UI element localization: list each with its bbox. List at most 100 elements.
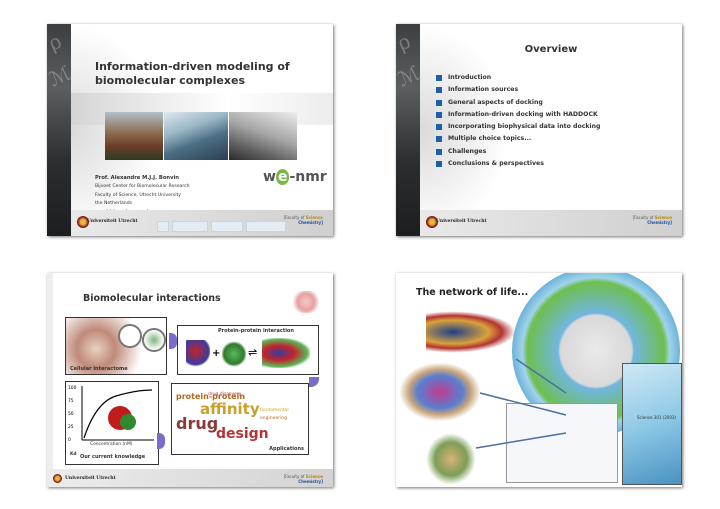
university-name: Universiteit Utrecht xyxy=(87,219,138,224)
faculty-label: [Faculty of Science Chemistry] xyxy=(284,474,323,484)
author-name: Prof. Alexandre M.J.J. Bonvin xyxy=(95,175,179,181)
y-tick: 25 xyxy=(68,425,74,430)
overview-list: Introduction Information sources General… xyxy=(436,74,600,172)
binding-curve-chart xyxy=(81,386,154,441)
protein-a-icon xyxy=(186,340,210,368)
eu-flag-icon xyxy=(157,221,169,232)
ppi-label: Protein-protein interaction xyxy=(218,328,294,334)
list-item: Multiple choice topics... xyxy=(436,135,600,147)
complex-icon xyxy=(262,338,310,368)
slide-sidebar xyxy=(47,273,53,487)
building-photo xyxy=(105,112,163,160)
cloud-word: design xyxy=(216,426,269,442)
magnifier-icon xyxy=(142,328,166,352)
y-ticks: 100 75 50 25 0 xyxy=(68,382,76,447)
modern-building-photo xyxy=(164,112,228,160)
binding-curve-panel: 100 75 50 25 0 Concentration (nM) Kd Our… xyxy=(65,381,159,465)
list-item: Incorporating biophysical data into dock… xyxy=(436,123,600,135)
cloud-word: drug xyxy=(176,414,219,433)
y-tick: 100 xyxy=(68,386,77,391)
slide-title-text: The network of life... xyxy=(416,287,529,298)
protein-b-icon xyxy=(222,340,246,368)
faculty-prefix: [Faculty of xyxy=(283,474,306,479)
protein-complex-icon xyxy=(120,414,136,430)
faculty-prefix: [Faculty of xyxy=(283,215,306,220)
faculty-dept: Chemistry] xyxy=(298,479,323,484)
pointer-arrow xyxy=(515,358,567,394)
faculty-dept: Chemistry] xyxy=(298,220,323,225)
list-item: General aspects of docking xyxy=(436,99,600,111)
list-item: Challenges xyxy=(436,148,600,160)
pointer-arrows xyxy=(475,358,567,449)
equilibrium-sign: ⇌ xyxy=(248,346,258,359)
pointer-arrow xyxy=(475,432,567,449)
flow-arrow xyxy=(309,377,319,387)
slide-biomolecular-interactions[interactable]: Biomolecular interactions Cellular inter… xyxy=(47,273,333,487)
interactome-label: Cellular interactome xyxy=(70,366,128,372)
cloud-word: protein-protein xyxy=(176,392,246,401)
faculty-label: [Faculty of Science Chemistry] xyxy=(633,215,672,225)
protein-structure-icon xyxy=(426,433,476,485)
footer-bar: Universiteit Utrecht [Faculty of Science… xyxy=(47,469,333,487)
slide-sidebar: ρ ℳ xyxy=(396,24,423,236)
binding-curve xyxy=(83,389,153,439)
cloud-word: fundamental xyxy=(260,408,289,413)
sponsor-logos xyxy=(157,221,286,232)
overview-title: Overview xyxy=(524,44,578,55)
cloud-word: engineering xyxy=(260,416,287,421)
sponsor-logo xyxy=(211,221,243,232)
sponsor-logo xyxy=(246,221,286,232)
faculty-science: Science xyxy=(305,215,323,220)
faculty-prefix: [Faculty of xyxy=(632,215,655,220)
plus-sign: + xyxy=(212,348,221,359)
protein-thumbnail xyxy=(293,291,319,313)
lab-equipment-photo xyxy=(229,112,297,160)
list-item: Introduction xyxy=(436,74,600,86)
slide-overview[interactable]: ρ ℳ Overview Introduction Information so… xyxy=(396,24,682,236)
y-tick: 75 xyxy=(68,399,74,404)
x-axis-label: Concentration (nM) xyxy=(90,442,133,447)
y-tick: 50 xyxy=(68,412,74,417)
sidebar-decoration: ρ xyxy=(47,28,66,56)
affiliation-line: Bijvoet Center for Biomolecular Research xyxy=(95,183,190,189)
presentation-title: Information-driven modeling of biomolecu… xyxy=(95,60,290,87)
applications-panel: protein-protein affinity drug design fun… xyxy=(171,383,309,455)
magnifier-icon xyxy=(118,324,142,348)
list-item: Information sources xyxy=(436,86,600,98)
affiliation-line: the Netherlands xyxy=(95,201,133,207)
knowledge-label: Our current knowledge xyxy=(80,454,146,460)
university-seal-icon xyxy=(53,474,62,483)
cloud-word: affinity xyxy=(200,400,260,418)
faculty-label: [Faculty of Science Chemistry] xyxy=(284,215,323,225)
slide-title-text: Biomolecular interactions xyxy=(83,293,221,304)
ppi-panel: Protein-protein interaction + ⇌ xyxy=(177,325,319,375)
applications-label: Applications xyxy=(269,446,304,452)
pointer-arrow xyxy=(479,392,567,416)
slide-sidebar: ρ ℳ xyxy=(47,24,74,236)
zoom-inset xyxy=(506,403,618,483)
faculty-dept: Chemistry] xyxy=(647,220,672,225)
faculty-science: Science xyxy=(654,215,672,220)
university-name: Universiteit Utrecht xyxy=(65,476,116,481)
cloud-word: drug discovery xyxy=(208,392,242,397)
footer-bar xyxy=(420,210,682,236)
list-item: Information-driven docking with HADDOCK xyxy=(436,111,600,123)
kd-label: Kd xyxy=(70,452,77,457)
background-swirl xyxy=(420,24,510,236)
zoom-inset xyxy=(622,363,682,485)
interactome-panel: Cellular interactome xyxy=(65,317,167,375)
university-name: Universiteit Utrecht xyxy=(436,219,487,224)
reference-label: Science 301 (2003) xyxy=(637,415,676,420)
slide-network-of-life[interactable]: The network of life... Science 301 (2003… xyxy=(396,273,682,487)
list-item: Conclusions & perspectives xyxy=(436,160,600,172)
protein-structure-icon xyxy=(400,363,480,421)
sponsor-logo xyxy=(172,221,208,232)
protein-structure-icon xyxy=(426,311,516,353)
university-seal-icon xyxy=(426,216,438,228)
flow-arrow xyxy=(157,433,165,449)
affiliation-line: Faculty of Science, Utrecht University xyxy=(95,192,181,198)
flow-arrow xyxy=(169,333,177,349)
slide-title[interactable]: ρ ℳ Information-driven modeling of biomo… xyxy=(47,24,333,236)
faculty-science: Science xyxy=(305,474,323,479)
